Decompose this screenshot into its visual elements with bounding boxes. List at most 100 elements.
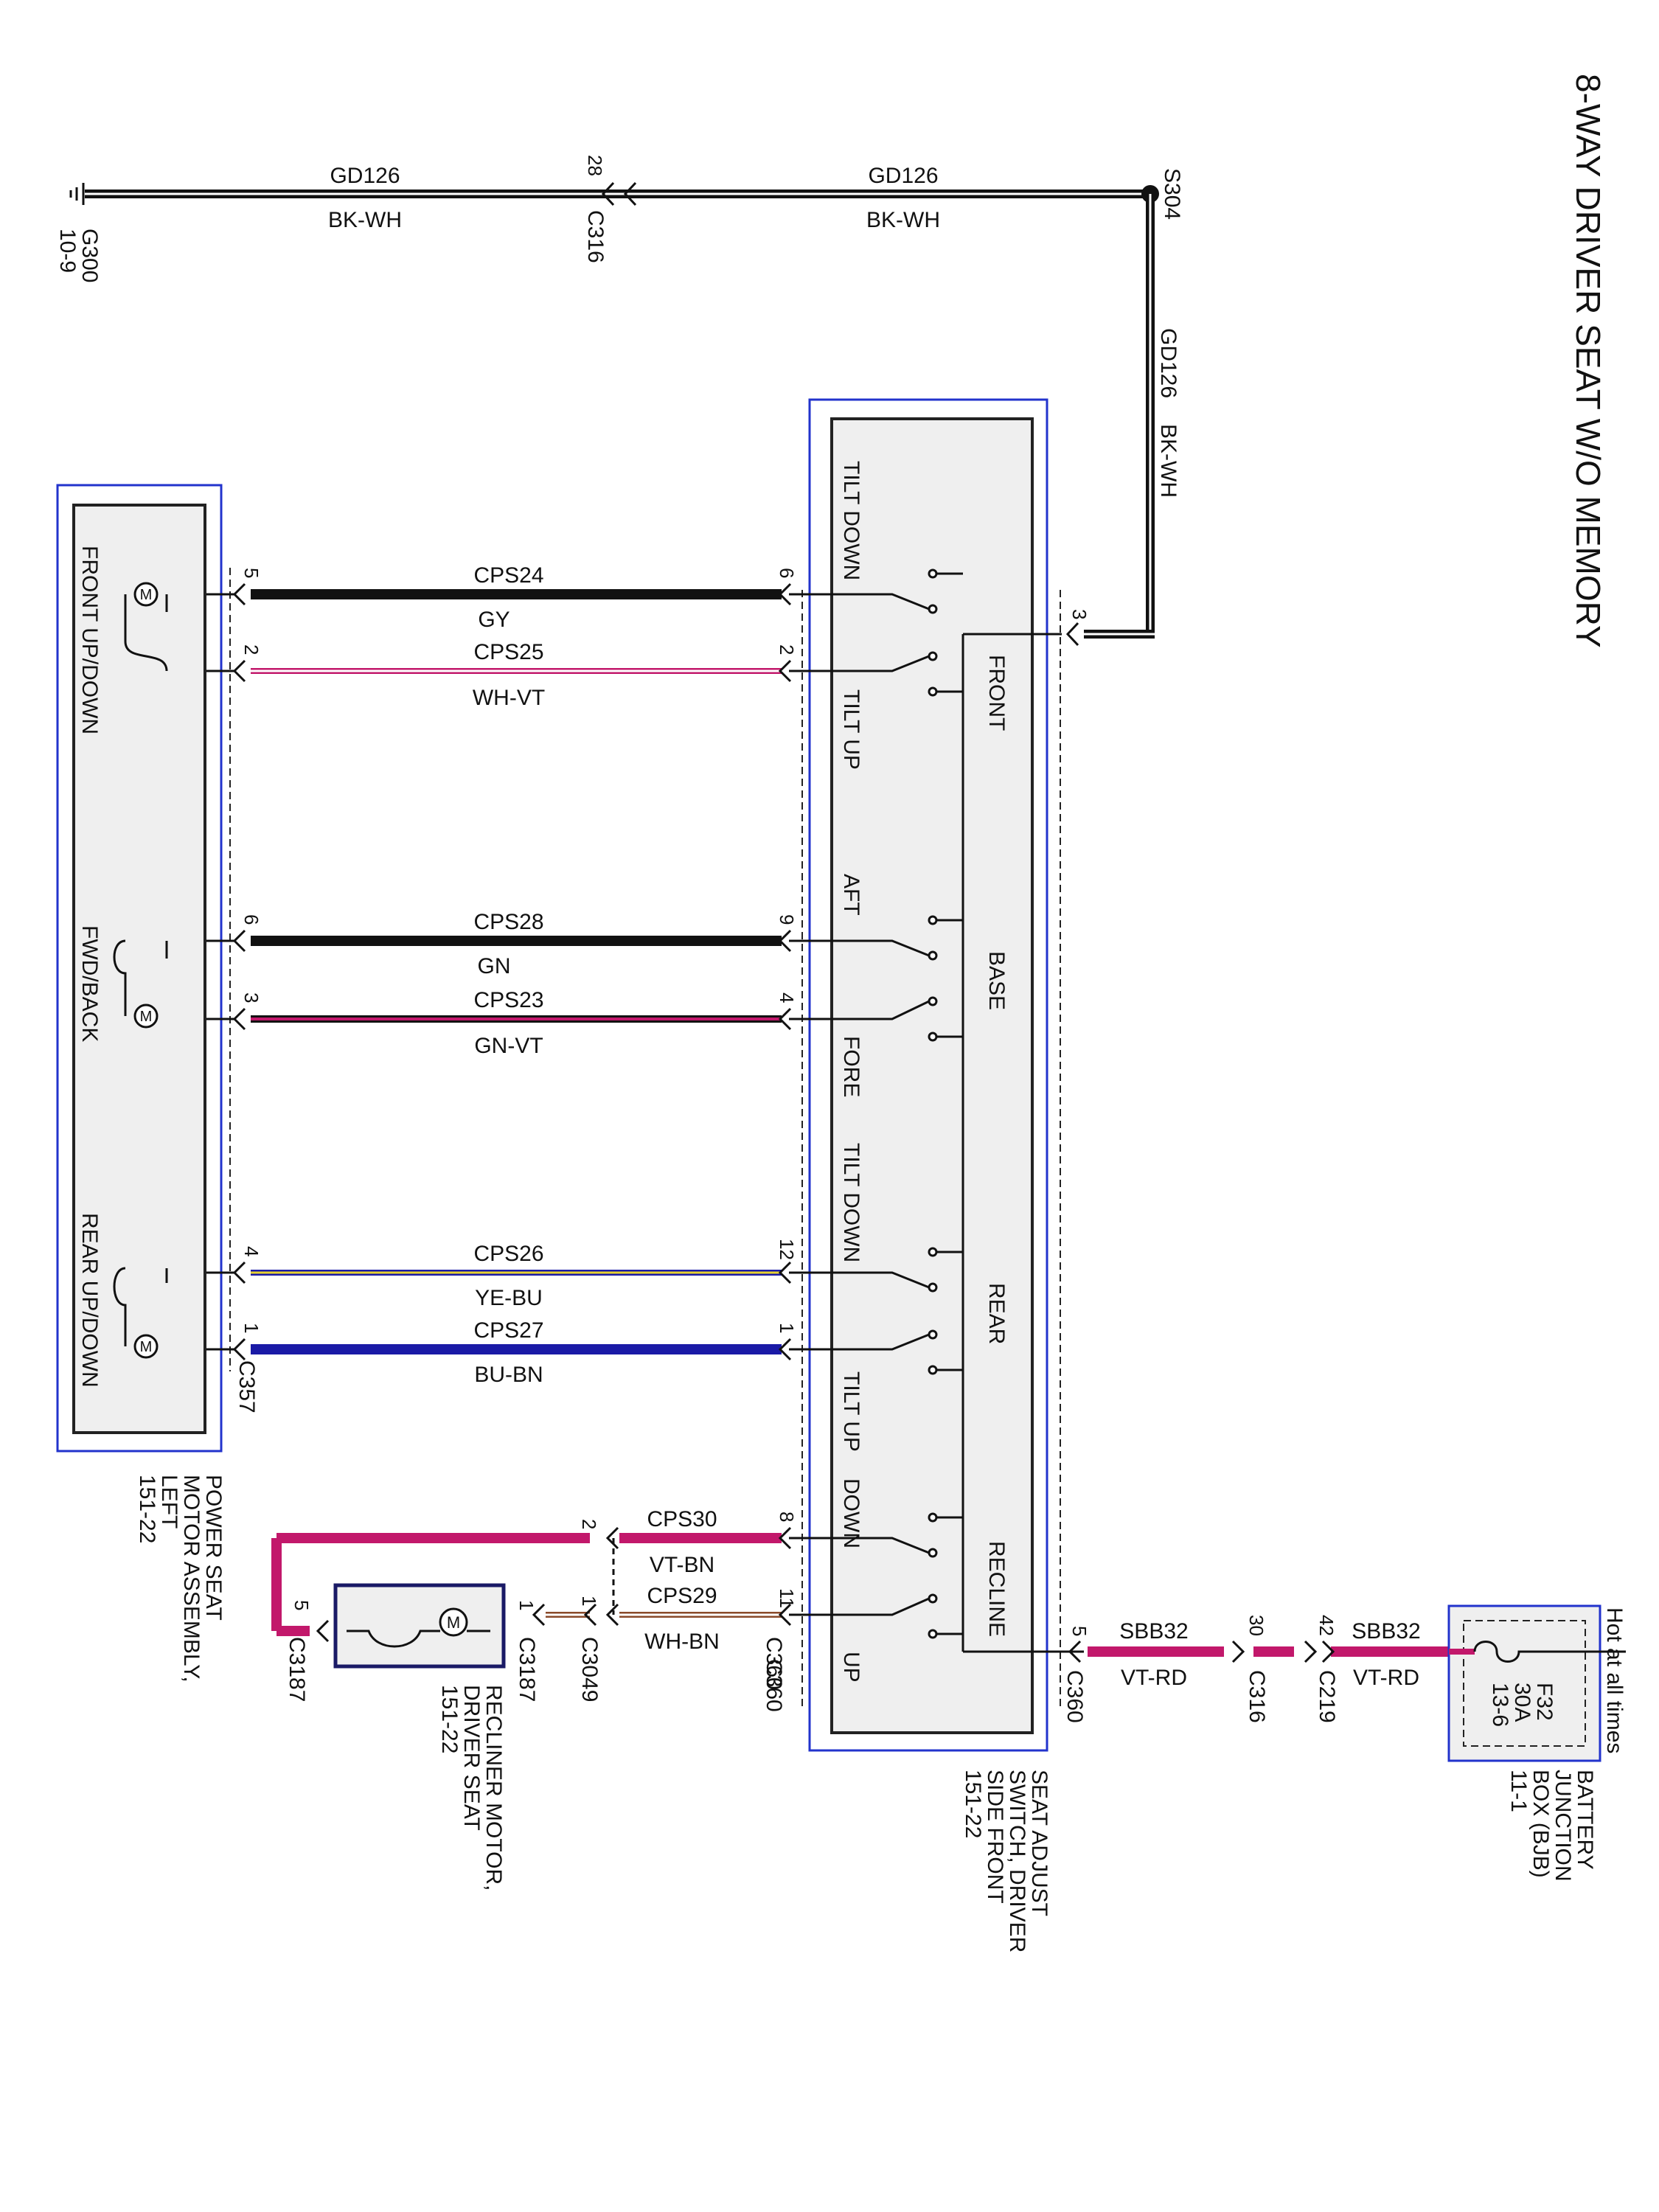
fuse-rating: 30A — [1510, 1683, 1534, 1722]
motor-icon — [133, 1004, 159, 1029]
position-fore: FORE — [839, 1036, 863, 1097]
svg-text:M: M — [140, 1009, 153, 1025]
motor-assembly-caption-4: 151-22 — [135, 1475, 159, 1543]
position-tilt-up: TILT UP — [839, 689, 863, 770]
ground-wire-color-2: BK-WH — [866, 208, 940, 232]
motor-wires: CPS24 GY CPS25 WH-VT CPS28 GN CPS23 GN-V… — [206, 563, 798, 1387]
pin-c3049-2: 2 — [578, 1519, 600, 1529]
fuse-name: F32 — [1532, 1683, 1557, 1721]
motor-assembly-caption-2: MOTOR ASSEMBLY, — [179, 1475, 204, 1683]
wire-cps27-circuit: CPS27 — [473, 1318, 543, 1343]
c316-top-pin: 28 — [584, 155, 606, 176]
pin-switch-12: 12 — [776, 1239, 798, 1260]
switch-section-base: BASE — [984, 951, 1009, 1010]
recliner-caption-1: RECLINER MOTOR, — [481, 1685, 506, 1891]
bjb-caption-4: 11-1 — [1506, 1770, 1531, 1812]
pin-switch-power: 5 — [1068, 1626, 1091, 1636]
pin-motor-1: 1 — [240, 1323, 262, 1333]
pin-switch-9: 9 — [776, 914, 798, 925]
wire-cps25-color: WH-VT — [473, 686, 545, 710]
svg-text:M: M — [447, 1613, 460, 1632]
connector-arrow-icon — [601, 181, 615, 206]
fuse-icon — [1473, 1641, 1600, 1663]
position-up: UP — [839, 1652, 863, 1683]
motor-connector-name: C357 — [234, 1360, 259, 1413]
ground-name: G300 — [77, 229, 102, 282]
pin-c3187-1: 1 — [515, 1600, 538, 1610]
fuse-page: 13-6 — [1488, 1683, 1512, 1727]
position-tilt-down-rear: TILT DOWN — [839, 1143, 863, 1262]
seat-adjust-switch: FRONT BASE REAR RECLINE TILT DOWN TILT U… — [762, 398, 1062, 1952]
wire-cps24-circuit: CPS24 — [473, 563, 543, 588]
wire-cps28-color: GN — [478, 954, 511, 978]
pin-switch-11: 11 — [776, 1588, 798, 1608]
recliner-circuit: CPS30 VT-BN CPS29 WH-BN 8 11 2 1 C360 C3… — [271, 1507, 798, 1891]
position-tilt-down: TILT DOWN — [839, 461, 863, 580]
wire-cps30-color: VT-BN — [650, 1553, 714, 1577]
c316-power-pin: 30 — [1245, 1615, 1267, 1636]
pin-motor-6: 6 — [240, 914, 262, 925]
recliner-caption-2: DRIVER SEAT — [459, 1685, 484, 1831]
wire-cps29-color: WH-BN — [644, 1630, 720, 1654]
switch-section-recline: RECLINE — [984, 1541, 1009, 1637]
connector-arrow-icon — [1068, 1640, 1082, 1663]
switch-caption-1: SEAT ADJUST — [1027, 1770, 1051, 1916]
switch-connector-bottom: C360 — [762, 1659, 786, 1712]
c219-name: C219 — [1315, 1670, 1339, 1723]
connector-arrow-icon — [623, 181, 637, 206]
svg-text:M: M — [140, 1339, 153, 1355]
wire-cps30-circuit: CPS30 — [647, 1507, 717, 1531]
svg-text:M: M — [140, 587, 153, 603]
pin-motor-5: 5 — [240, 568, 262, 578]
recliner-caption-3: 151-22 — [437, 1685, 462, 1753]
c316-top-name: C316 — [583, 210, 608, 263]
pin-motor-3: 3 — [240, 992, 262, 1003]
wire-cps24-color: GY — [478, 608, 509, 632]
bjb-caption-3: BOX (BJB) — [1528, 1770, 1553, 1878]
ground-wire-color: BK-WH — [328, 208, 402, 232]
power-wire-circuit-b: SBB32 — [1352, 1619, 1420, 1644]
wire-cps25-circuit: CPS25 — [473, 640, 543, 664]
ground-symbol-icon — [69, 183, 85, 205]
power-feed: 5 C360 SBB32 VT-RD SBB32 VT-RD 30 C316 4… — [1062, 1615, 1449, 1723]
bjb-caption-2: JUNCTION — [1551, 1770, 1575, 1882]
pin-switch-6: 6 — [776, 568, 798, 578]
ground-page: 10-9 — [55, 229, 80, 273]
motor-icon — [133, 1334, 159, 1359]
ground-wire-circuit-2: GD126 — [868, 164, 938, 188]
c219-pin: 42 — [1315, 1615, 1338, 1636]
motor-assembly-caption-1: POWER SEAT — [201, 1475, 226, 1621]
hot-at-all-times: Hot at all times — [1602, 1607, 1627, 1753]
pin-switch-1: 1 — [776, 1323, 798, 1333]
pin-switch-8: 8 — [776, 1512, 798, 1522]
pin-switch-4: 4 — [776, 992, 798, 1003]
wire-cps29-circuit: CPS29 — [647, 1584, 717, 1608]
switch-caption-2: SWITCH, DRIVER — [1005, 1770, 1029, 1952]
c360-power-name: C360 — [1062, 1670, 1087, 1723]
switch-caption-3: SIDE FRONT — [983, 1770, 1007, 1904]
wire-cps23-circuit: CPS23 — [473, 988, 543, 1012]
position-tilt-up-rear: TILT UP — [839, 1371, 863, 1452]
switch-section-front: FRONT — [984, 655, 1009, 731]
pin-c3049-1: 1 — [578, 1596, 600, 1606]
bjb-caption-1: BATTERY — [1573, 1770, 1597, 1870]
wire-cps26-circuit: CPS26 — [473, 1242, 543, 1266]
motor-icon — [133, 582, 159, 607]
c3187-label-b: C3187 — [285, 1637, 309, 1702]
vertical-wire-color: BK-WH — [1156, 424, 1180, 498]
motor-label-rear: REAR UP/DOWN — [77, 1213, 102, 1388]
motor-assembly-caption-3: LEFT — [157, 1475, 181, 1528]
wire-cps28-circuit: CPS28 — [473, 910, 543, 934]
connector-arrow-icon — [1065, 622, 1079, 647]
wire-cps26-color: YE-BU — [475, 1286, 543, 1310]
position-down: DOWN — [839, 1478, 863, 1548]
power-wire-circuit-a: SBB32 — [1119, 1619, 1188, 1644]
ground-circuit: G300 10-9 GD126 BK-WH 28 C316 GD126 BK-W… — [55, 155, 1184, 647]
battery-junction-box: F32 30A 13-6 Hot at all times BATTERY JU… — [1447, 1604, 1627, 1882]
diagram-title: 8-WAY DRIVER SEAT W/O MEMORY — [1569, 74, 1607, 648]
pin-c3187-5: 5 — [291, 1600, 313, 1610]
c316-power-name: C316 — [1245, 1670, 1269, 1723]
splice-name: S304 — [1160, 168, 1184, 220]
position-aft: AFT — [839, 874, 863, 916]
